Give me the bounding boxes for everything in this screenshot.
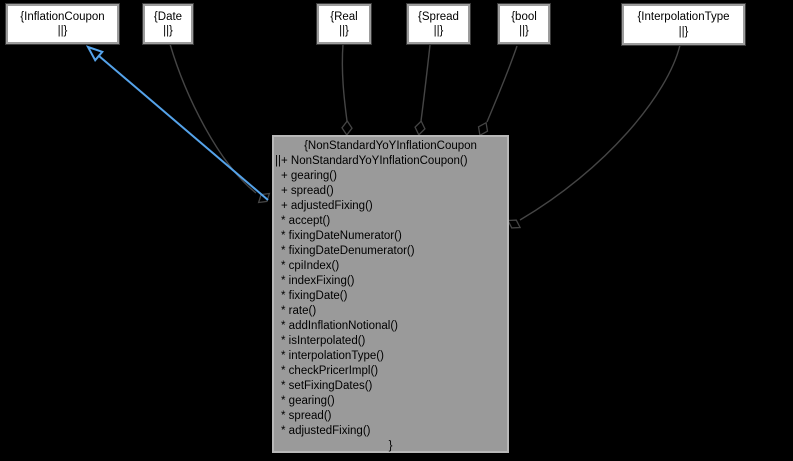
class-member: * gearing() [281,395,335,407]
class-member: * accept() [281,215,331,227]
class-member: * spread() [281,410,332,422]
class-member: * interpolationType() [281,350,384,362]
node-label: ||} [163,25,173,37]
class-member: * indexFixing() [281,275,355,287]
node-label: ||} [433,25,444,37]
class-member: + spread() [281,185,334,197]
node-real[interactable]: {Real ||} [316,3,372,45]
node-label: ||} [678,25,689,38]
node-label: {Spread [418,10,459,23]
aggregation-diamond-spread-icon [414,120,426,136]
edge-inheritance-inflationcoupon [98,55,269,201]
class-member: * fixingDateDenumerator() [281,245,415,257]
node-inflationcoupon[interactable]: {InflationCoupon ||} [5,3,120,45]
class-closing-brace: } [388,440,393,452]
edge-interpolationtype [519,44,681,221]
node-label: {bool [511,10,537,23]
edge-real [341,43,348,122]
class-member: * addInflationNotional() [281,320,398,332]
aggregation-diamond-real-icon [341,119,353,137]
class-member: * fixingDateNumerator() [281,230,402,242]
edge-bool [486,45,518,123]
node-label: ||} [339,25,349,37]
class-member: * setFixingDates() [281,380,373,392]
node-bool[interactable]: {bool ||} [497,3,551,45]
class-member: * fixingDate() [281,290,348,302]
node-label: {InflationCoupon [20,10,105,23]
class-member: + gearing() [281,170,337,182]
edge-spread [420,44,431,122]
node-interpolationtype[interactable]: {InterpolationType ||} [621,3,746,46]
class-member: + adjustedFixing() [281,200,373,212]
edge-date [169,43,257,194]
node-label: ||} [57,25,68,37]
class-title: {NonStandardYoYInflationCoupon [304,140,477,152]
class-member: ||+ NonStandardYoYInflationCoupon() [275,155,468,167]
class-member: * isInterpolated() [281,335,366,347]
class-member: * checkPricerImpl() [281,365,379,377]
node-label: {Date [153,10,183,23]
aggregation-diamond-date-icon [257,192,271,204]
class-member: * cpiIndex() [281,260,340,272]
inheritance-arrowhead-icon [85,45,105,62]
node-nonstandardyoyinflationcoupon: {NonStandardYoYInflationCoupon ||+ NonSt… [272,135,509,453]
node-date[interactable]: {Date ||} [142,3,194,45]
node-label: {Real [330,10,358,23]
node-label: {InterpolationType [637,11,730,23]
node-spread[interactable]: {Spread ||} [406,3,471,45]
node-label: ||} [519,25,529,37]
class-member: * adjustedFixing() [281,425,371,437]
class-member: * rate() [281,305,317,317]
